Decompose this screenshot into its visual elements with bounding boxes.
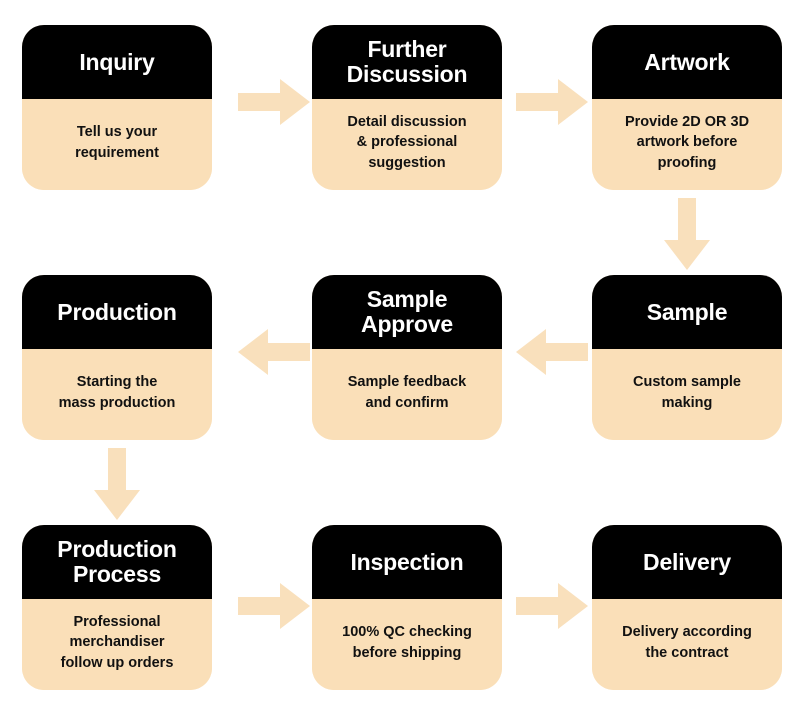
flow-step-description: Professional merchandiser follow up orde…	[60, 613, 174, 671]
flow-step-header: Sample Approve	[312, 275, 502, 349]
arrow-down-icon	[94, 448, 140, 520]
flow-step-body: 100% QC checking before shipping	[312, 599, 502, 690]
flow-step-header: Production Process	[22, 525, 212, 599]
flow-step-delivery[interactable]: Delivery Delivery according the contract	[592, 525, 782, 690]
arrow-left-icon	[238, 329, 310, 375]
flow-step-production[interactable]: Production Starting the mass production	[22, 275, 212, 440]
flow-step-inspection[interactable]: Inspection 100% QC checking before shipp…	[312, 525, 502, 690]
arrow-left-icon	[516, 329, 588, 375]
flow-step-body: Detail discussion & professional suggest…	[312, 99, 502, 190]
flow-step-body: Delivery according the contract	[592, 599, 782, 690]
flow-step-header: Artwork	[592, 25, 782, 99]
flow-step-body: Starting the mass production	[22, 349, 212, 440]
flow-step-description: Tell us your requirement	[75, 123, 159, 161]
arrow-right-icon	[516, 583, 588, 629]
flow-step-title: Further Discussion	[346, 36, 468, 87]
flow-step-body: Provide 2D OR 3D artwork before proofing	[592, 99, 782, 190]
arrow-right-icon	[238, 583, 310, 629]
flow-step-title: Sample Approve	[361, 286, 453, 337]
flow-step-body: Sample feedback and confirm	[312, 349, 502, 440]
arrow-right-icon	[516, 79, 588, 125]
flow-step-description: Starting the mass production	[58, 373, 176, 411]
flow-step-description: Delivery according the contract	[622, 623, 752, 661]
flow-step-artwork[interactable]: Artwork Provide 2D OR 3D artwork before …	[592, 25, 782, 190]
flow-step-description: Detail discussion & professional suggest…	[347, 113, 467, 171]
flow-step-title: Production Process	[57, 536, 177, 587]
flow-step-header: Production	[22, 275, 212, 349]
flow-step-body: Custom sample making	[592, 349, 782, 440]
arrow-down-icon	[664, 198, 710, 270]
flow-step-header: Inspection	[312, 525, 502, 599]
flow-step-description: Provide 2D OR 3D artwork before proofing	[624, 113, 750, 171]
flow-step-body: Tell us your requirement	[22, 99, 212, 190]
flow-step-title: Inspection	[350, 548, 464, 575]
arrow-right-icon	[238, 79, 310, 125]
flow-step-further-discussion[interactable]: Further Discussion Detail discussion & p…	[312, 25, 502, 190]
flow-step-header: Delivery	[592, 525, 782, 599]
flow-step-production-process[interactable]: Production Process Professional merchand…	[22, 525, 212, 690]
flow-step-description: 100% QC checking before shipping	[342, 623, 472, 661]
flow-step-title: Sample	[646, 298, 728, 325]
flow-step-title: Inquiry	[79, 48, 155, 75]
flow-step-header: Inquiry	[22, 25, 212, 99]
flow-step-sample[interactable]: Sample Custom sample making	[592, 275, 782, 440]
flow-step-description: Sample feedback and confirm	[347, 373, 467, 411]
flow-step-inquiry[interactable]: Inquiry Tell us your requirement	[22, 25, 212, 190]
flow-step-body: Professional merchandiser follow up orde…	[22, 599, 212, 690]
flow-step-title: Production	[57, 298, 177, 325]
flow-step-header: Sample	[592, 275, 782, 349]
flow-step-title: Delivery	[643, 548, 731, 575]
flow-step-sample-approve[interactable]: Sample Approve Sample feedback and confi…	[312, 275, 502, 440]
flow-step-title: Artwork	[644, 48, 730, 75]
flow-step-description: Custom sample making	[633, 373, 741, 411]
flow-step-header: Further Discussion	[312, 25, 502, 99]
